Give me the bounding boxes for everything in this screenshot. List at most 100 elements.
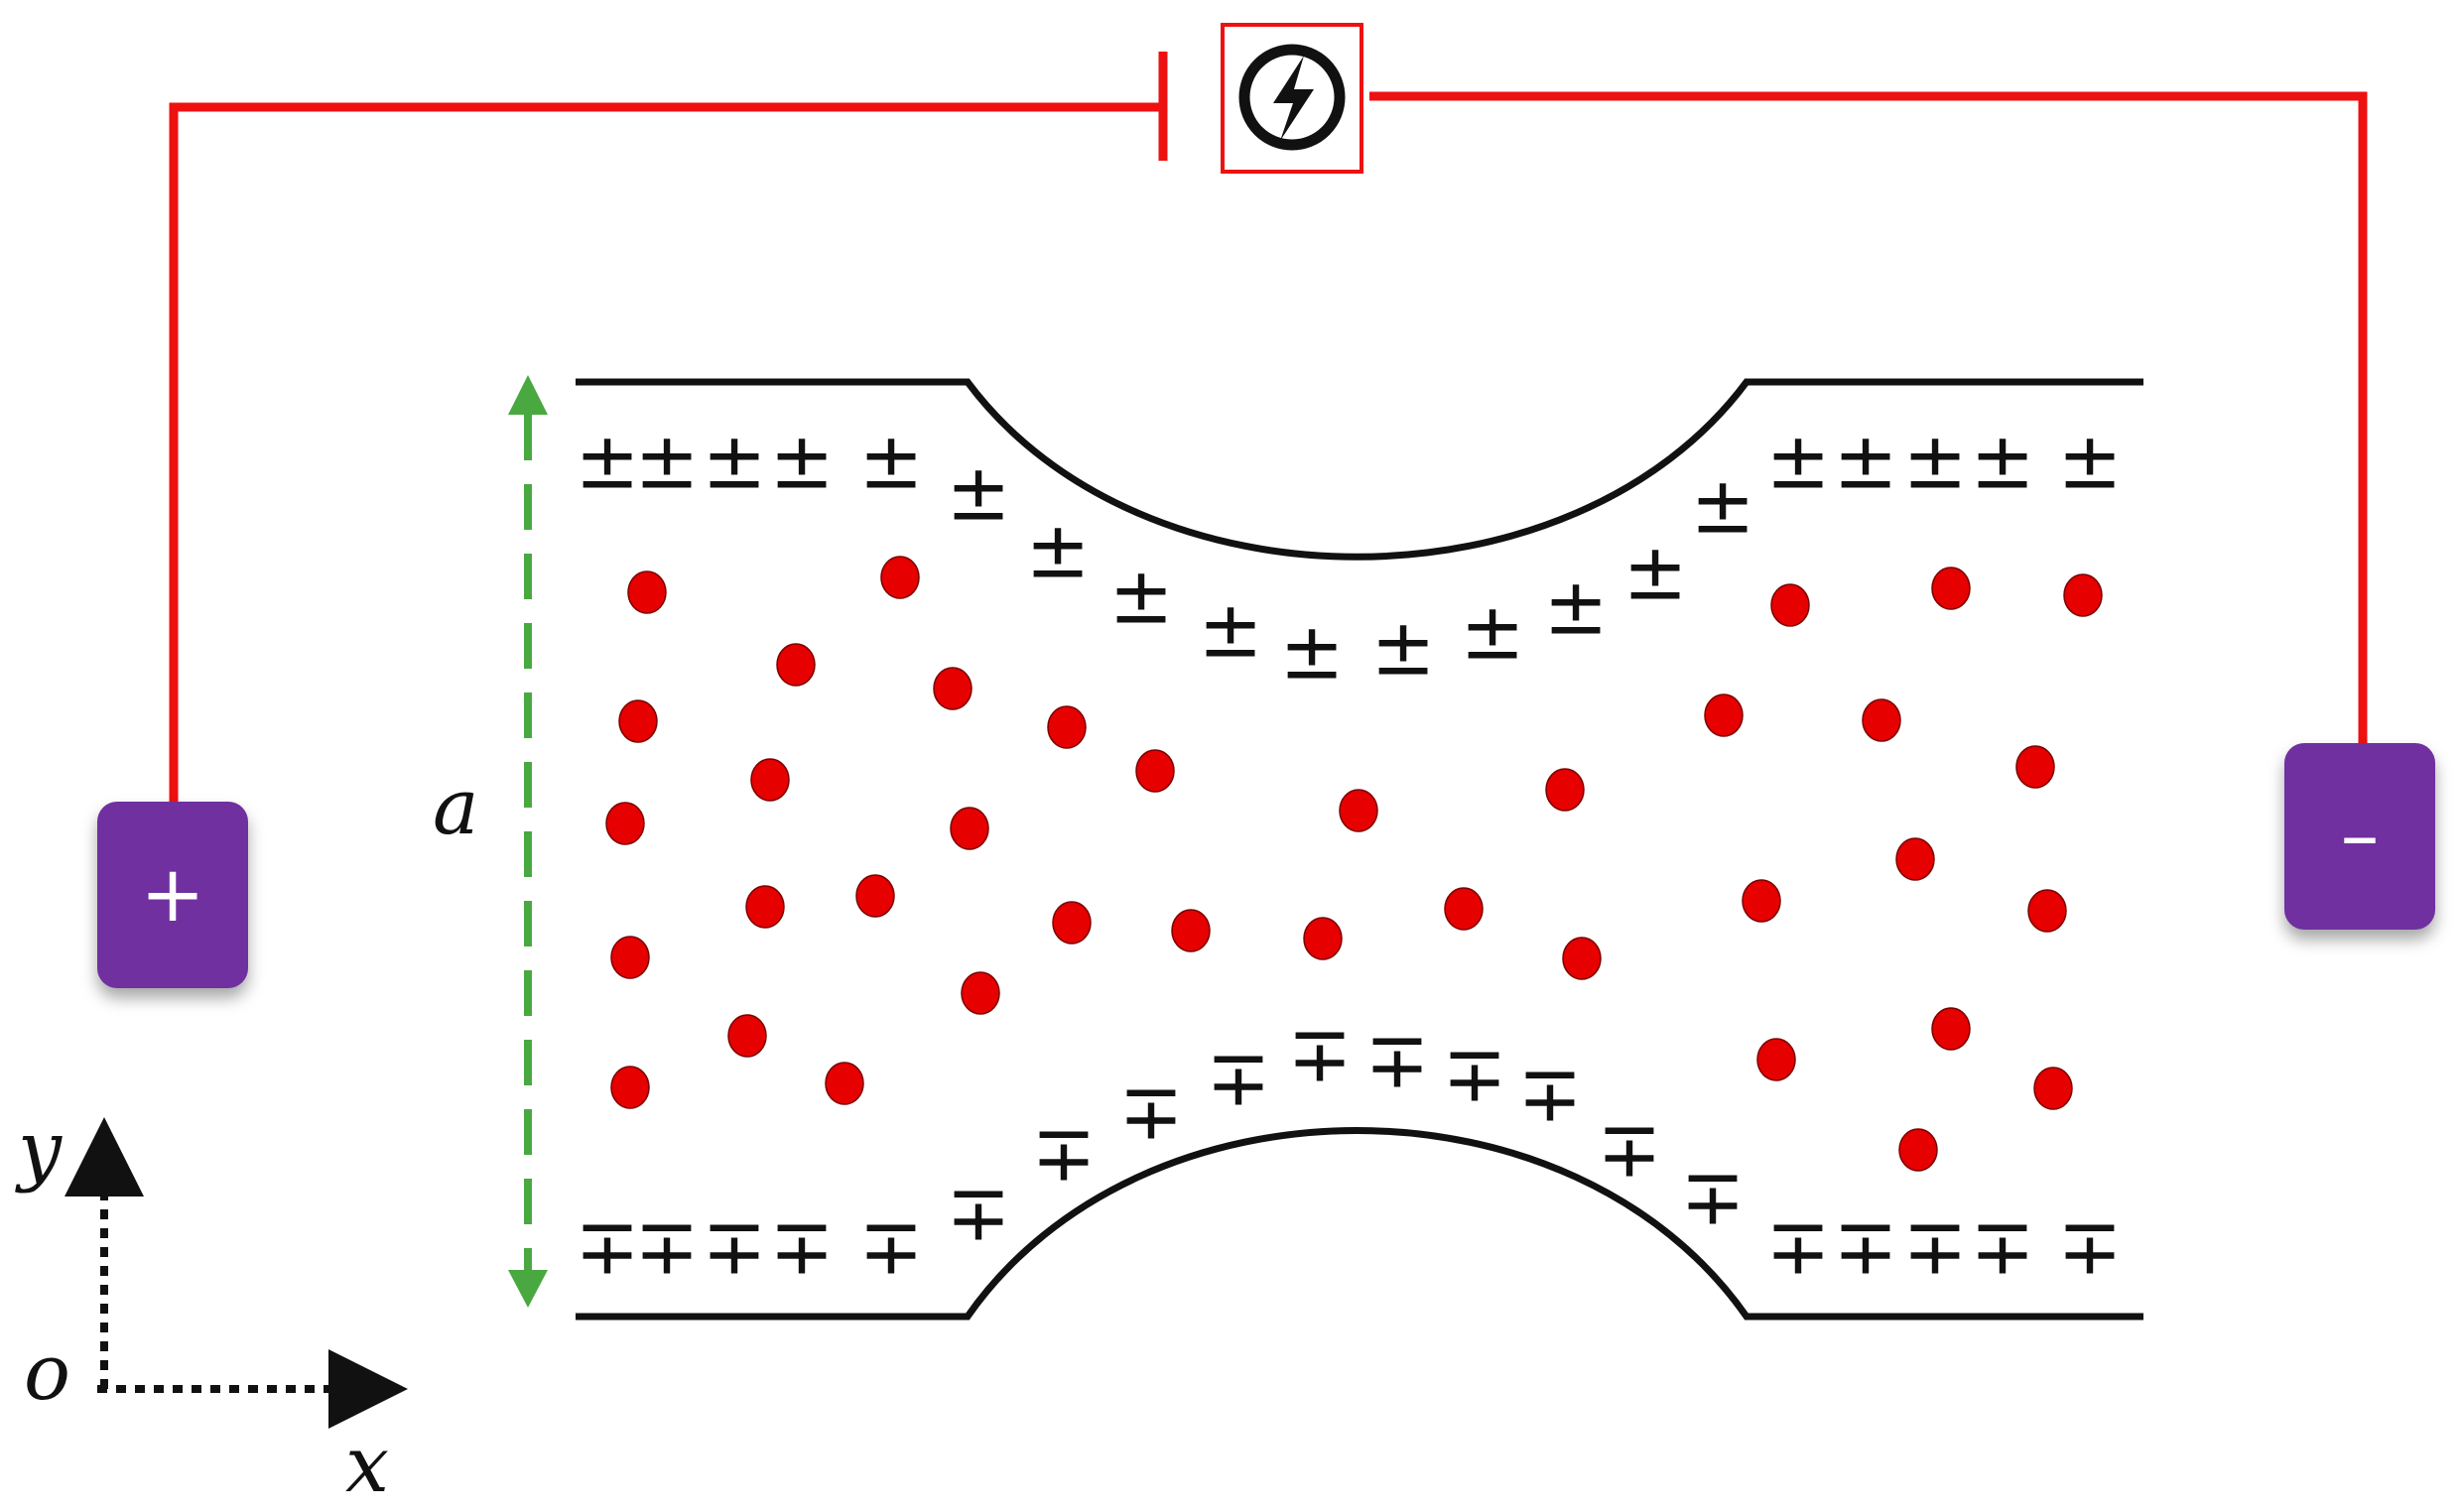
particle-31 — [727, 1014, 767, 1058]
particle-9 — [1047, 705, 1087, 749]
particle-6 — [776, 643, 816, 687]
bottom-wall — [576, 1127, 2143, 1321]
particle-34 — [1756, 1038, 1796, 1081]
particle-2 — [880, 556, 920, 599]
positive-electrode: + — [97, 802, 248, 988]
bottom-wall-charges: ∓∓∓∓∓∓∓∓∓∓∓∓∓∓∓∓∓∓∓∓ — [575, 1010, 2122, 1292]
bottom-wall-charge-17: ∓ — [1833, 1202, 1897, 1292]
width-dimension-arrow — [508, 375, 548, 1308]
bottom-wall-charge-20: ∓ — [2057, 1202, 2122, 1292]
positive-electrode-label: + — [140, 850, 205, 940]
top-wall-charge-2: ± — [634, 417, 699, 506]
channel-walls — [576, 378, 2143, 1321]
particle-23 — [1171, 909, 1211, 952]
bottom-wall-charge-11: ∓ — [1364, 1016, 1429, 1105]
top-wall-charge-5: ± — [858, 417, 923, 506]
particle-10 — [1135, 749, 1175, 793]
particle-12 — [1862, 698, 1901, 742]
top-wall-charge-9: ± — [1198, 585, 1262, 675]
top-wall-charge-17: ± — [1833, 417, 1897, 506]
particle-18 — [1545, 768, 1585, 812]
top-wall-charge-6: ± — [946, 448, 1010, 538]
particle-8 — [618, 699, 658, 743]
negative-electrode-label: – — [2340, 792, 2380, 881]
dimension-arrowhead-bottom — [508, 1270, 548, 1308]
particle-26 — [1562, 937, 1602, 980]
bottom-wall-charge-5: ∓ — [858, 1202, 923, 1292]
bottom-wall-charge-18: ∓ — [1902, 1202, 1967, 1292]
bottom-wall-charge-12: ∓ — [1442, 1030, 1506, 1119]
top-wall-charge-4: ± — [769, 417, 834, 506]
particle-17 — [1339, 789, 1378, 832]
particle-36 — [2033, 1067, 2073, 1110]
top-wall-charge-7: ± — [1025, 506, 1090, 595]
bottom-wall-charge-1: ∓ — [575, 1202, 639, 1292]
particle-24 — [1303, 917, 1343, 960]
coordinate-axes — [65, 1117, 408, 1429]
top-wall-charge-18: ± — [1902, 417, 1967, 506]
top-wall-charge-13: ± — [1543, 563, 1608, 652]
top-wall-charge-14: ± — [1622, 528, 1687, 617]
particle-5 — [2063, 573, 2103, 617]
particle-20 — [855, 874, 895, 918]
bottom-wall-charge-8: ∓ — [1118, 1068, 1183, 1157]
bottom-wall-charge-4: ∓ — [769, 1202, 834, 1292]
particle-32 — [825, 1062, 864, 1105]
particle-28 — [1895, 837, 1935, 881]
top-wall-charge-11: ± — [1370, 603, 1435, 693]
wire-left — [169, 102, 1163, 802]
wire-right — [1369, 91, 2368, 743]
top-wall — [576, 378, 2143, 561]
particle-11 — [1704, 693, 1744, 737]
bottom-wall-charge-13: ∓ — [1517, 1050, 1582, 1139]
charged-particles — [605, 556, 2103, 1172]
particle-35 — [1931, 1007, 1971, 1051]
lightning-bolt-icon — [1238, 44, 1346, 151]
top-wall-charge-3: ± — [702, 417, 766, 506]
origin-label: o — [24, 1328, 70, 1418]
top-wall-charge-16: ± — [1765, 417, 1830, 506]
particle-30 — [961, 971, 1000, 1015]
bottom-wall-charge-7: ∓ — [1031, 1109, 1096, 1198]
top-wall-charge-12: ± — [1460, 587, 1524, 677]
y-axis-label: y — [18, 1105, 63, 1195]
particle-21 — [610, 936, 650, 979]
particle-19 — [745, 885, 785, 929]
bottom-wall-charge-3: ∓ — [702, 1202, 766, 1292]
particle-3 — [1770, 583, 1810, 627]
particle-29 — [2027, 889, 2067, 933]
particle-33 — [610, 1066, 650, 1109]
bottom-wall-charge-9: ∓ — [1206, 1034, 1270, 1123]
bottom-wall-charge-16: ∓ — [1765, 1202, 1830, 1292]
bottom-wall-charge-19: ∓ — [1970, 1202, 2034, 1292]
particle-13 — [2015, 745, 2055, 789]
particle-37 — [1898, 1128, 1938, 1172]
particle-27 — [1742, 879, 1781, 923]
bottom-wall-charge-6: ∓ — [946, 1169, 1010, 1258]
particle-14 — [750, 758, 790, 802]
bottom-wall-charge-14: ∓ — [1597, 1105, 1661, 1195]
top-wall-charge-1: ± — [575, 417, 639, 506]
width-label: a — [433, 763, 479, 852]
top-wall-charge-19: ± — [1970, 417, 2034, 506]
top-wall-charges: ±±±±±±±±±±±±±±±±±±±± — [575, 417, 2122, 696]
negative-electrode: – — [2284, 743, 2435, 930]
top-wall-charge-20: ± — [2057, 417, 2122, 506]
top-wall-charge-10: ± — [1279, 607, 1344, 696]
particle-25 — [1444, 887, 1484, 931]
circuit-wires — [169, 23, 2368, 802]
particle-1 — [627, 570, 667, 614]
top-wall-charge-8: ± — [1108, 552, 1173, 641]
bottom-wall-charge-15: ∓ — [1680, 1153, 1745, 1242]
particle-7 — [933, 667, 972, 710]
x-axis-label: x — [345, 1421, 389, 1510]
top-wall-charge-15: ± — [1690, 461, 1754, 551]
particle-22 — [1052, 901, 1092, 945]
bottom-wall-charge-10: ∓ — [1287, 1010, 1352, 1099]
particle-15 — [950, 807, 989, 850]
dimension-arrowhead-top — [508, 375, 548, 415]
power-source-box — [1221, 23, 1363, 174]
particle-16 — [605, 802, 645, 845]
